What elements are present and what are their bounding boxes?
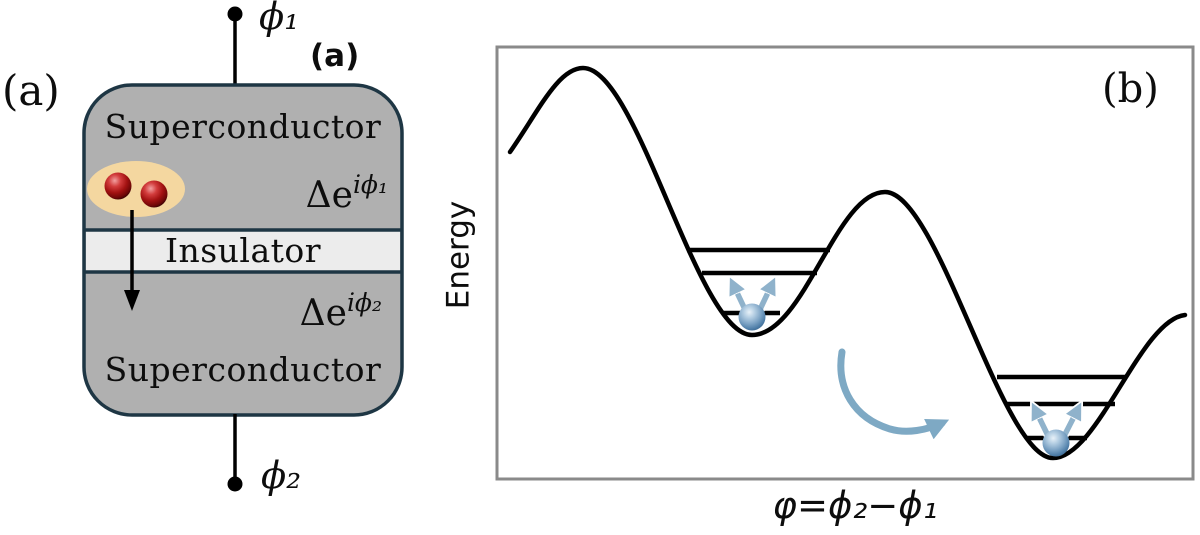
well1-particle <box>738 303 766 331</box>
order-parameter-top-sup: iϕ₁ <box>352 170 388 199</box>
order-parameter-top: Δeiϕ₁ <box>84 172 388 214</box>
electron-left <box>104 172 132 200</box>
insulator-label: Insulator <box>164 231 322 270</box>
superconductor-bottom-label: Superconductor <box>104 350 382 389</box>
panel-a-label: (a) <box>2 66 60 115</box>
terminal-phi2-label: ϕ₂ <box>261 454 302 497</box>
order-parameter-bottom-sup: iϕ₂ <box>346 288 382 317</box>
potential-curve <box>507 65 1188 461</box>
energy-axis-label: Energy <box>440 200 477 310</box>
panel-a-inner-label: (a) <box>310 38 360 74</box>
bottom-lead-node <box>227 476 243 492</box>
plot-frame <box>495 45 1195 481</box>
insulator-layer <box>86 230 400 272</box>
terminal-phi1-label: ϕ₁ <box>259 0 300 38</box>
relaxation-arrow <box>837 348 950 440</box>
panel-b-plot <box>495 45 1195 481</box>
top-lead-node <box>227 6 243 22</box>
order-parameter-bottom: Δeiϕ₂ <box>84 290 382 332</box>
tunneling-arrow-head <box>124 290 140 311</box>
panel-b-label: (b) <box>1102 66 1159 112</box>
superconductor-top-label: Superconductor <box>104 107 382 146</box>
order-parameter-bottom-base: Δe <box>299 293 347 334</box>
phase-axis-label: φ=ϕ₂−ϕ₁ <box>772 484 938 527</box>
panel-a-schematic <box>82 6 404 492</box>
order-parameter-top-base: Δe <box>305 175 353 216</box>
well2-particle <box>1042 429 1070 457</box>
electron-right <box>140 180 168 208</box>
